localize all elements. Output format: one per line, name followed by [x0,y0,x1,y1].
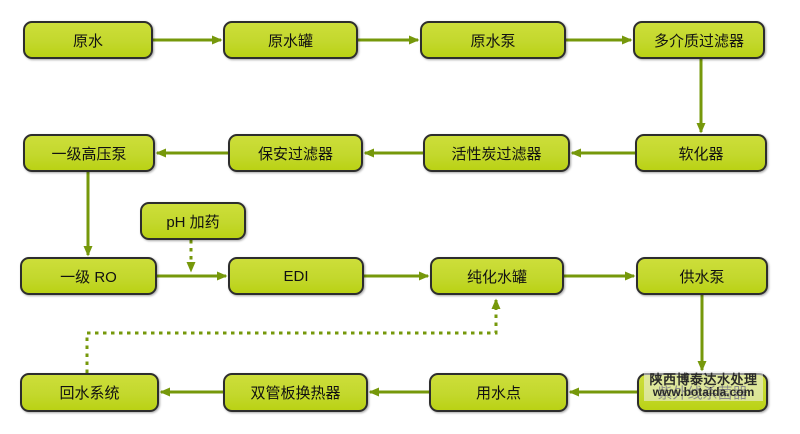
node-first-stage-ro: 一级 RO [20,257,157,295]
node-softener: 软化器 [635,134,767,172]
node-first-stage-hp-pump: 一级高压泵 [23,134,155,172]
node-security-filter: 保安过滤器 [228,134,363,172]
node-return-water-system: 回水系统 [20,373,159,412]
node-multimedia-filter: 多介质过滤器 [633,21,765,59]
node-use-point: 用水点 [429,373,568,412]
node-edi: EDI [228,257,364,295]
node-ph-dosing: pH 加药 [140,202,246,240]
node-double-tubesheet-heat-exchanger: 双管板换热器 [223,373,368,412]
node-purified-water-tank: 纯化水罐 [430,257,564,295]
node-raw-water-pump: 原水泵 [420,21,566,59]
node-raw-water: 原水 [23,21,153,59]
edge-return-water-system-to-purified-water-tank [85,298,501,373]
node-supply-pump: 供水泵 [636,257,768,295]
watermark-company: 陕西博泰达水处理 [649,372,758,387]
watermark: 陕西博泰达水处理 www.botaida.com [644,371,763,401]
watermark-url: www.botaida.com [652,385,755,399]
node-raw-water-tank: 原水罐 [223,21,358,59]
node-activated-carbon-filter: 活性炭过滤器 [423,134,570,172]
